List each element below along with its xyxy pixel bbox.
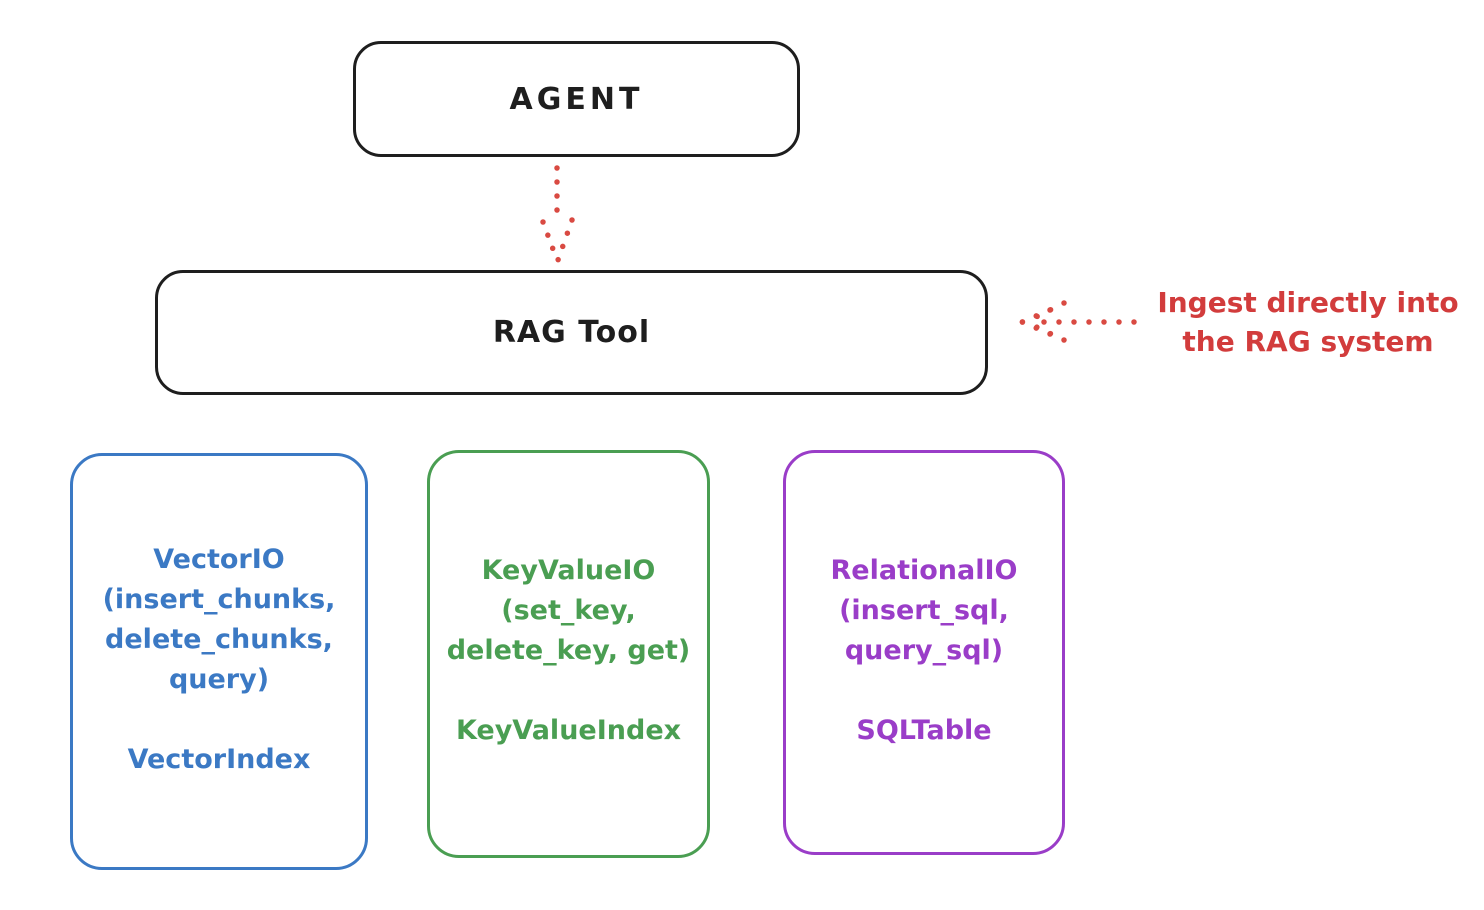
card-line: (insert_chunks, (102, 584, 336, 615)
relational-io-card: RelationalIO (insert_sql, query_sql) SQL… (783, 450, 1065, 855)
dotted-arrow-down-icon (540, 165, 575, 263)
card-line: RelationalIO (830, 555, 1018, 586)
card-line: VectorIO (153, 544, 285, 575)
card-line: delete_key, get) (446, 635, 691, 666)
relational-io-functions: RelationalIO (insert_sql, query_sql) (831, 551, 1018, 671)
vector-io-functions: VectorIO (insert_chunks, delete_chunks, … (103, 540, 336, 700)
card-line: delete_chunks, (105, 624, 333, 655)
vector-io-card: VectorIO (insert_chunks, delete_chunks, … (70, 453, 368, 870)
card-line: query_sql) (844, 635, 1004, 666)
ingest-annotation-line1: Ingest directly into (1157, 286, 1459, 319)
ingest-annotation-line2: the RAG system (1182, 325, 1434, 358)
card-line: (set_key, (501, 595, 636, 626)
sql-table-label: SQLTable (856, 715, 992, 746)
card-line: KeyValueIO (481, 555, 656, 586)
dotted-arrow-left-icon (1019, 300, 1137, 343)
ingest-annotation: Ingest directly into the RAG system (1140, 283, 1476, 361)
keyvalue-index-label: KeyValueIndex (455, 715, 682, 746)
agent-label: AGENT (509, 81, 644, 117)
card-line: query) (168, 664, 270, 695)
keyvalue-io-functions: KeyValueIO (set_key, delete_key, get) (447, 551, 691, 671)
rag-tool-label: RAG Tool (492, 315, 651, 350)
card-line: (insert_sql, (839, 595, 1009, 626)
agent-node: AGENT (353, 41, 800, 157)
vector-index-label: VectorIndex (127, 744, 311, 775)
keyvalue-io-card: KeyValueIO (set_key, delete_key, get) Ke… (427, 450, 710, 858)
rag-tool-node: RAG Tool (155, 270, 988, 395)
